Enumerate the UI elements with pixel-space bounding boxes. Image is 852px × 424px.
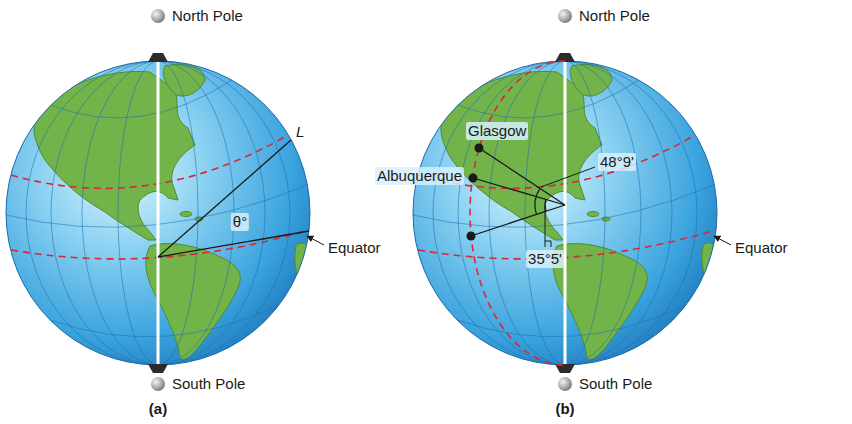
pole-cap bbox=[148, 364, 168, 373]
globe-surface bbox=[6, 61, 315, 365]
angle-label: 35°5' bbox=[526, 250, 564, 268]
panel-label: (a) bbox=[149, 400, 167, 418]
angle-arc bbox=[535, 188, 540, 214]
point-label: L bbox=[296, 123, 304, 141]
right-angle-mark bbox=[545, 241, 551, 247]
city-label-holder: Glasgow bbox=[466, 122, 528, 140]
globe bbox=[6, 9, 315, 391]
pole-ball bbox=[151, 377, 165, 391]
meridian bbox=[118, 61, 158, 365]
pole-label-holder: South Pole bbox=[579, 375, 652, 393]
radius-line bbox=[158, 231, 309, 257]
pole-ball bbox=[151, 9, 165, 23]
earth-axis bbox=[157, 22, 160, 378]
panel-label-holder: (a) bbox=[149, 400, 167, 418]
parallel bbox=[50, 305, 279, 337]
leader-line bbox=[541, 167, 595, 187]
city-dot bbox=[475, 144, 484, 153]
angle-label: 48°9' bbox=[598, 153, 636, 171]
panel-label: (b) bbox=[555, 400, 574, 418]
greenland bbox=[163, 65, 205, 97]
equator-label-holder: Equator bbox=[328, 239, 381, 257]
radius-line bbox=[479, 148, 565, 205]
city-label: Albuquerque bbox=[375, 167, 464, 185]
tropic-line bbox=[11, 135, 288, 188]
meridian bbox=[26, 61, 158, 365]
pole-label-holder: North Pole bbox=[172, 7, 243, 25]
pole-label: North Pole bbox=[172, 7, 243, 25]
pole-label: North Pole bbox=[579, 7, 650, 25]
pole-label-holder: South Pole bbox=[172, 375, 245, 393]
equator-pointer bbox=[714, 236, 731, 245]
island bbox=[180, 212, 192, 217]
radius-line bbox=[473, 178, 565, 205]
equator-label: Equator bbox=[328, 239, 381, 257]
equator-label-holder: Equator bbox=[735, 239, 788, 257]
continents bbox=[34, 65, 315, 360]
city-label: Glasgow bbox=[466, 122, 528, 140]
parallel bbox=[51, 80, 232, 118]
south-america bbox=[146, 244, 240, 360]
north-america bbox=[34, 71, 195, 240]
angle-label-holder: θ° bbox=[231, 213, 249, 231]
meridian bbox=[51, 61, 158, 365]
globe bbox=[413, 9, 722, 391]
equator-label: Equator bbox=[735, 239, 788, 257]
equator-dot bbox=[467, 232, 476, 241]
angle-label: θ° bbox=[231, 213, 249, 231]
angle-label-holder: 48°9' bbox=[598, 153, 636, 171]
meridian bbox=[82, 61, 158, 365]
radius-line bbox=[158, 140, 291, 257]
city-label-holder: Albuquerque bbox=[375, 167, 464, 185]
angle-label-holder: 35°5' bbox=[526, 250, 564, 268]
meridian bbox=[158, 61, 265, 365]
point-label-holder: L bbox=[296, 123, 304, 141]
pole-label: South Pole bbox=[172, 375, 245, 393]
radius-line bbox=[471, 205, 565, 236]
panel-label-holder: (b) bbox=[555, 400, 574, 418]
pole-cap bbox=[148, 53, 168, 62]
meridian-line bbox=[470, 61, 565, 365]
pole-label: South Pole bbox=[579, 375, 652, 393]
equator-pointer bbox=[307, 236, 324, 245]
pole-label-holder: North Pole bbox=[579, 7, 650, 25]
city-dot bbox=[469, 174, 478, 183]
